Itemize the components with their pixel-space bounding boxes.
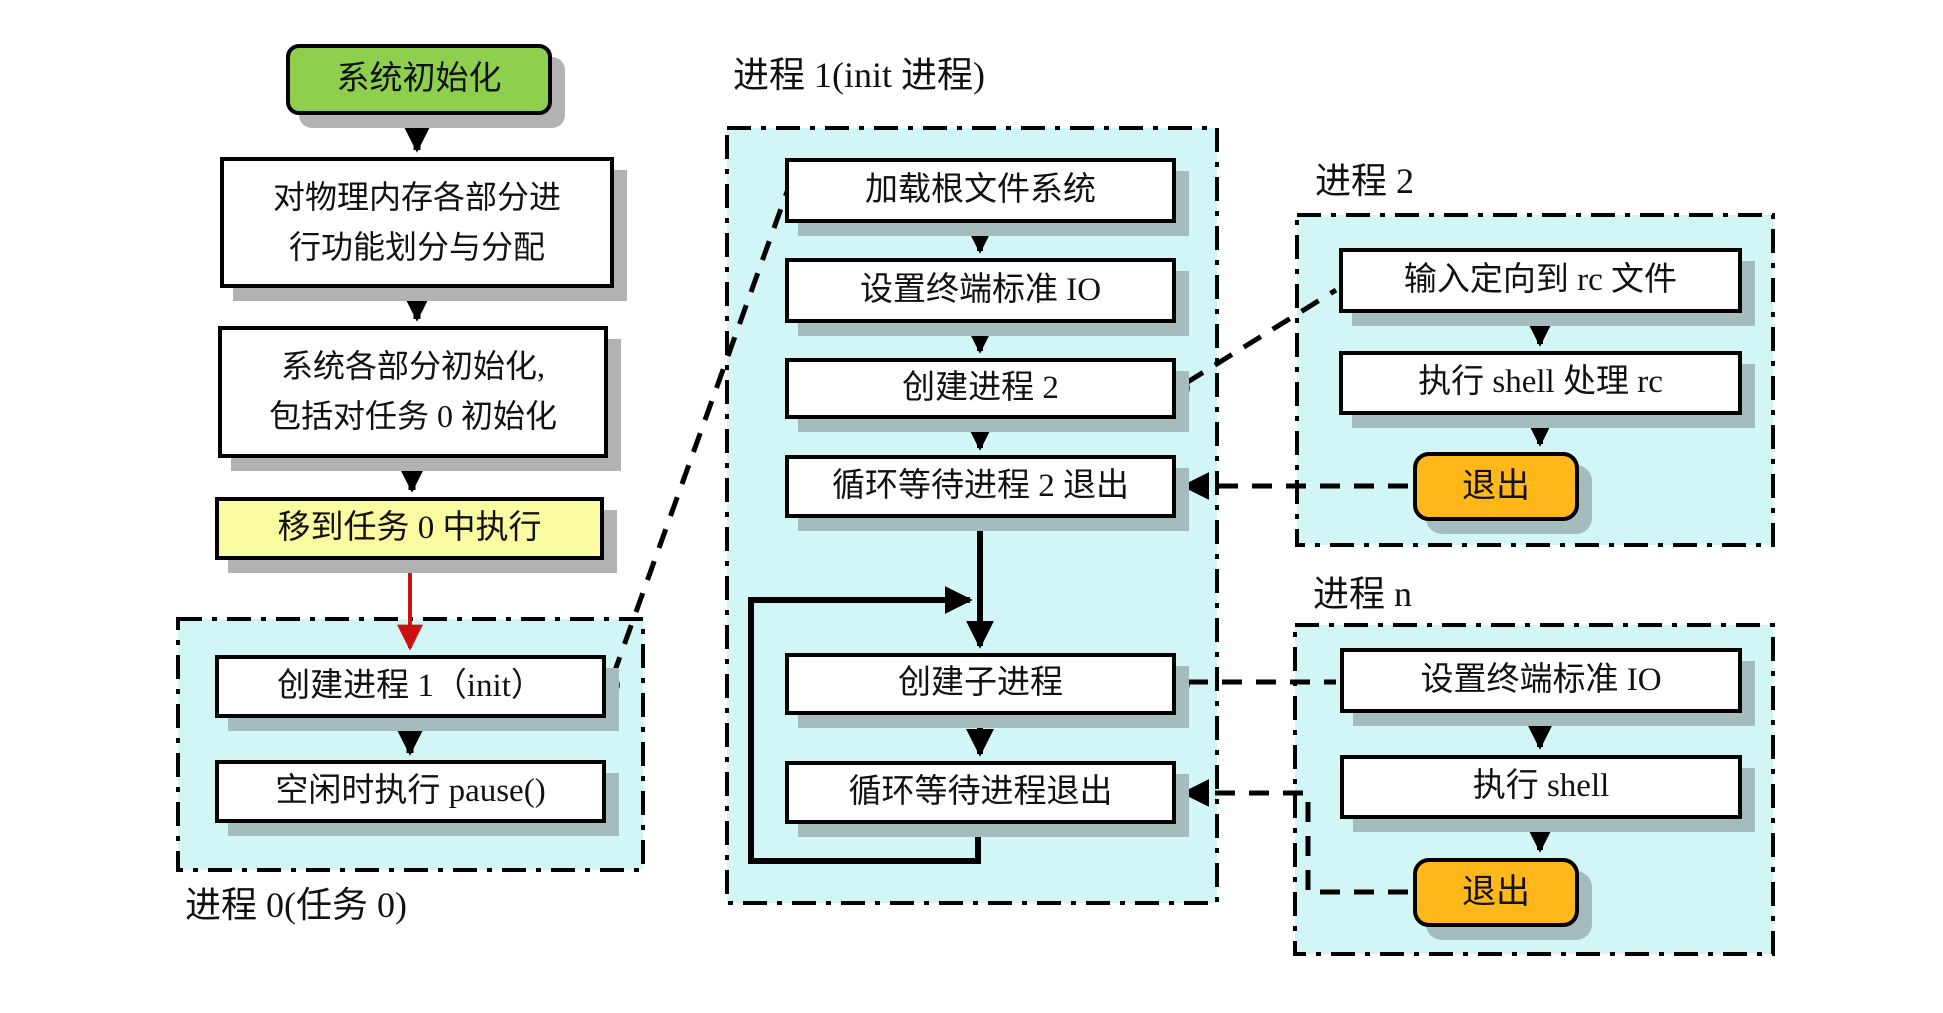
memory-box-line2: 行功能划分与分配	[288, 228, 545, 265]
sysinit-box-line1: 系统各部分初始化,	[280, 348, 545, 385]
run-shell-label: 执行 shell	[1472, 768, 1610, 805]
fork-child-label: 创建子进程	[898, 665, 1063, 702]
process2-label: 进程 2	[1315, 161, 1415, 201]
start-box-label: 系统初始化	[336, 60, 502, 97]
process0-label: 进程 0(任务 0)	[185, 885, 407, 925]
move-task0-label: 移到任务 0 中执行	[277, 509, 542, 546]
set-tty-n-label: 设置终端标准 IO	[1420, 661, 1662, 698]
idle-pause-label: 空闲时执行 pause()	[275, 772, 546, 809]
dashed-links	[610, 188, 1408, 895]
exitN-label: 退出	[1462, 873, 1530, 911]
load-rootfs-label: 加载根文件系统	[865, 171, 1096, 208]
link-create-p2-to-process2	[1184, 287, 1338, 386]
wait-p2-label: 循环等待进程 2 退出	[832, 467, 1129, 504]
set-tty-n-box: 设置终端标准 IO	[1340, 648, 1742, 713]
move-task0-box: 移到任务 0 中执行	[215, 497, 604, 560]
loop-back-arrow	[748, 586, 981, 864]
start-box: 系统初始化	[286, 44, 552, 115]
flow-arrows	[396, 114, 431, 756]
create-init-box: 创建进程 1（init）	[215, 655, 606, 718]
process1-flow-arrows	[748, 222, 994, 864]
connector-dots	[602, 379, 1190, 694]
exit2-box: 退出	[1413, 452, 1579, 521]
fork-child-box: 创建子进程	[785, 653, 1176, 715]
create-p2-label: 创建进程 2	[902, 369, 1059, 406]
memory-box-line1: 对物理内存各部分进	[272, 178, 561, 215]
sysinit-box: 系统各部分初始化, 包括对任务 0 初始化	[218, 326, 608, 458]
load-rootfs-box: 加载根文件系统	[785, 158, 1176, 223]
redirect-rc-box: 输入定向到 rc 文件	[1339, 248, 1742, 313]
create-p2-box: 创建进程 2	[785, 358, 1176, 419]
redirect-rc-label: 输入定向到 rc 文件	[1403, 261, 1678, 298]
sysinit-box-line2: 包括对任务 0 初始化	[268, 398, 557, 434]
shell-rc-box: 执行 shell 处理 rc	[1339, 351, 1742, 415]
link-create-init-to-process1	[610, 188, 791, 677]
exit2-label: 退出	[1462, 467, 1530, 505]
wait-p2-box: 循环等待进程 2 退出	[785, 455, 1176, 518]
run-shell-box: 执行 shell	[1340, 755, 1742, 819]
processN-label: 进程 n	[1313, 574, 1413, 614]
process1-label: 进程 1(init 进程)	[733, 55, 985, 95]
idle-pause-box: 空闲时执行 pause()	[215, 760, 606, 823]
set-tty-label: 设置终端标准 IO	[859, 271, 1102, 308]
dot-create-p2	[1172, 379, 1190, 397]
dot-fork-child	[1172, 675, 1190, 693]
create-init-label: 创建进程 1（init）	[277, 667, 544, 704]
dot-create-init	[602, 676, 620, 694]
wait-child-label: 循环等待进程退出	[848, 773, 1113, 810]
wait-child-box: 循环等待进程退出	[785, 761, 1176, 824]
link-exitN-to-wait-child	[1181, 779, 1408, 895]
set-tty-box: 设置终端标准 IO	[785, 258, 1176, 323]
exitN-box: 退出	[1413, 858, 1579, 927]
memory-box: 对物理内存各部分进 行功能划分与分配	[220, 157, 614, 288]
shell-rc-label: 执行 shell 处理 rc	[1418, 364, 1663, 401]
